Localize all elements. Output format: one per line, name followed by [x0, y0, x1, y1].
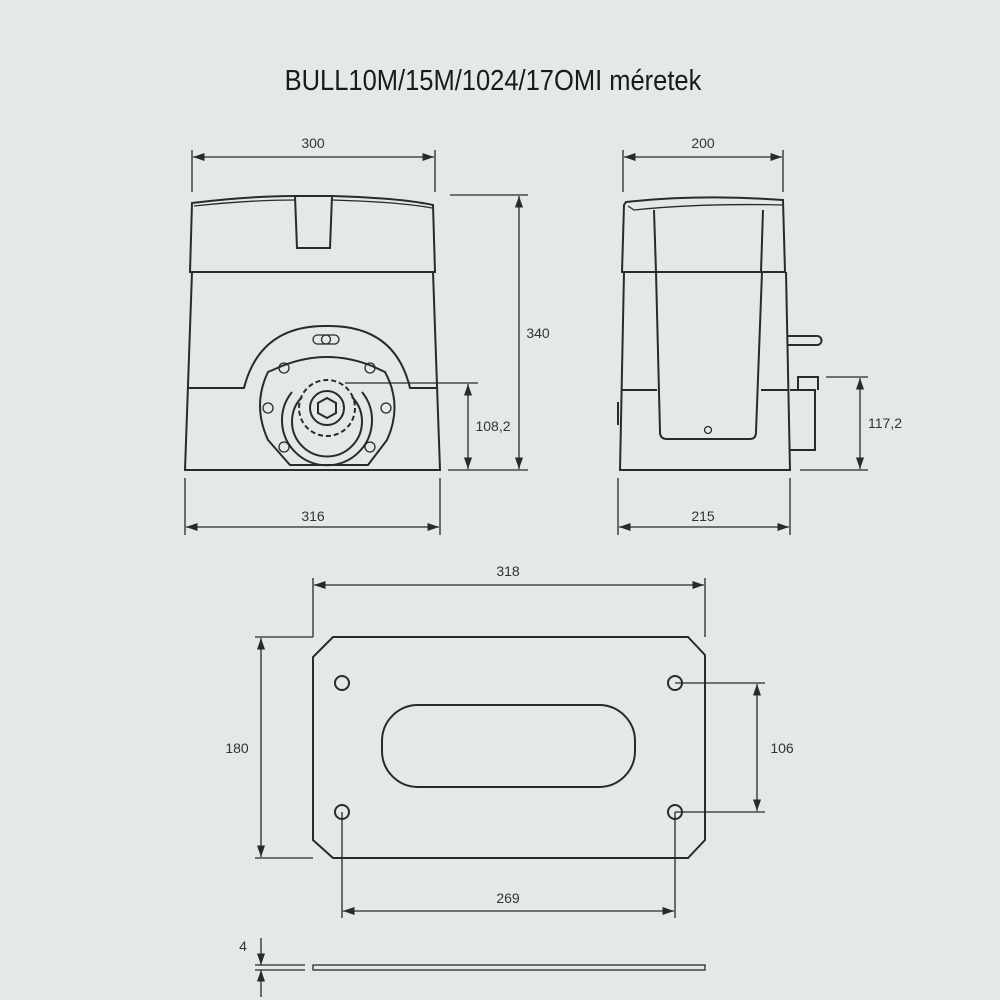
front-view [183, 195, 442, 471]
dim-300: 300 [301, 135, 325, 151]
dim-200: 200 [691, 135, 715, 151]
dim-106: 106 [770, 740, 794, 756]
dim-340: 340 [526, 325, 550, 341]
dim-269: 269 [496, 890, 520, 906]
dim-215: 215 [691, 508, 715, 524]
dim-108-2: 108,2 [475, 418, 510, 434]
dim-318: 318 [496, 563, 520, 579]
front-dimensions: 300 316 340 108,2 [184, 135, 550, 535]
side-dimensions: 200 215 117,2 [617, 135, 902, 535]
dim-4: 4 [239, 938, 247, 954]
side-view [617, 196, 823, 471]
dim-316: 316 [301, 508, 325, 524]
base-plate [312, 636, 706, 971]
dim-180: 180 [225, 740, 249, 756]
drawing-title: BULL10M/15M/1024/17OMI méretek [285, 63, 702, 96]
dim-117-2: 117,2 [868, 415, 902, 431]
plate-dimensions: 318 180 106 269 4 [225, 563, 794, 997]
